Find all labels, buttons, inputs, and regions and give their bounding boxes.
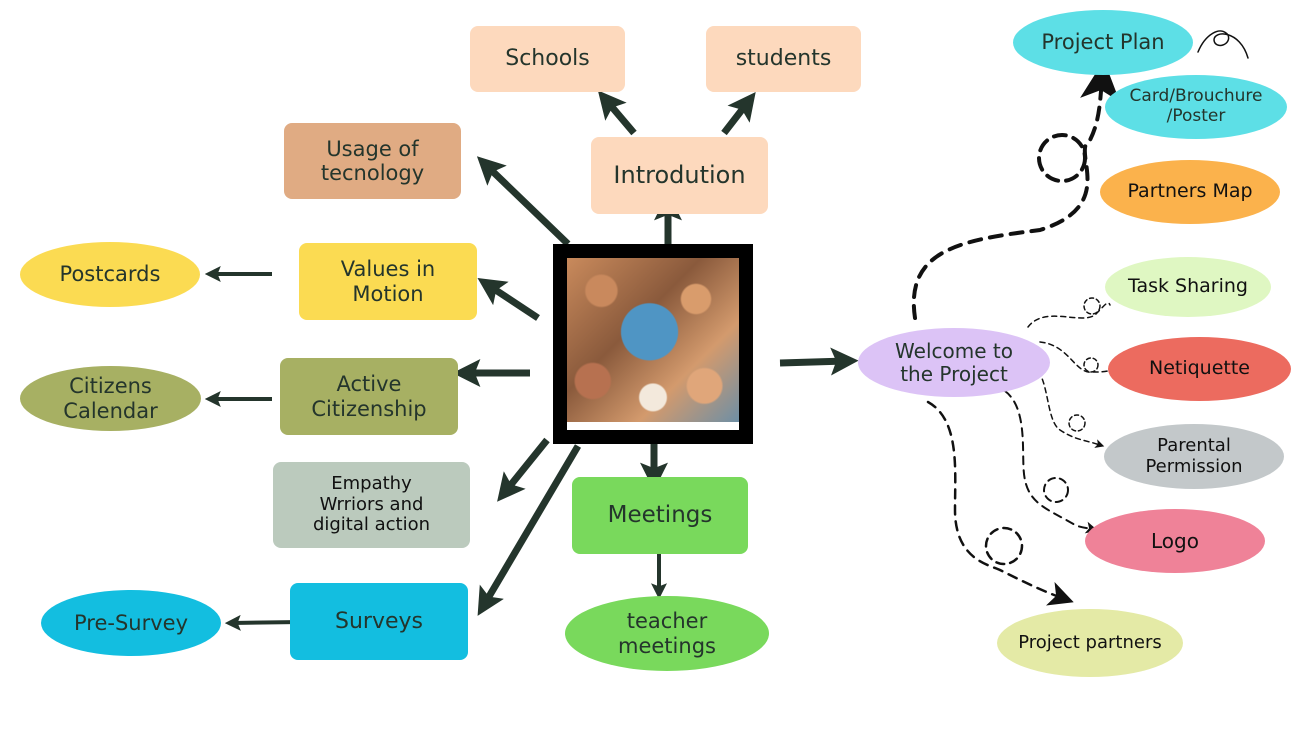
node-welcome-to-the-project[interactable]: Welcome to the Project [858,328,1050,397]
node-logo[interactable]: Logo [1085,509,1265,573]
arrow-to-presurvey [224,614,302,631]
node-introduction[interactable]: Introdution [591,137,768,214]
node-citizens-calendar[interactable]: Citizens Calendar [20,366,201,431]
arrow-to-values [477,278,540,321]
loop-decoration [1083,297,1101,315]
node-partners-map[interactable]: Partners Map [1100,160,1280,224]
arrow-to-welcome [779,347,859,376]
arrow-to-usage [476,156,571,247]
node-pre-survey[interactable]: Pre-Survey [41,590,221,656]
arrow-to-students [721,92,756,136]
node-students[interactable]: students [706,26,861,92]
dashed-to-task-sharing [1027,302,1111,328]
node-usage-of-technology[interactable]: Usage of tecnology [284,123,461,199]
dashed-to-netiquette [1039,341,1113,373]
node-active-citizenship[interactable]: Active Citizenship [280,358,458,435]
arrow-to-schools [597,90,637,136]
loop-decoration [1068,414,1086,432]
node-values-in-motion[interactable]: Values in Motion [299,243,477,320]
node-schools[interactable]: Schools [470,26,625,92]
node-parental-permission[interactable]: Parental Permission [1104,424,1284,489]
node-netiquette[interactable]: Netiquette [1108,337,1291,401]
loop-decoration [1043,477,1069,503]
node-meetings[interactable]: Meetings [572,477,748,554]
globe-children-illustration [567,258,739,422]
dashed-to-parental [1031,364,1105,448]
node-surveys[interactable]: Surveys [290,583,468,660]
curly-arrow-decoration [1197,30,1249,59]
dashed-to-project-partners [926,400,1074,606]
node-teacher-meetings[interactable]: teacher meetings [565,596,769,671]
node-empathy-warriors[interactable]: Empathy Wrriors and digital action [273,462,470,548]
arrow-to-empathy [497,437,550,502]
dashed-to-logo [1004,390,1098,534]
photo-icon [567,258,739,430]
node-project-partners[interactable]: Project partners [997,609,1183,677]
dashed-to-project-plan [911,60,1120,320]
node-postcards[interactable]: Postcards [20,242,200,307]
loop-decoration [1083,357,1099,373]
node-card-brochure-poster[interactable]: Card/Brouchure /Poster [1105,75,1287,139]
center-image [553,244,753,444]
arrow-to-surveys [477,444,582,616]
node-task-sharing[interactable]: Task Sharing [1105,257,1271,317]
loop-decoration [1037,133,1087,183]
node-project-plan[interactable]: Project Plan [1013,10,1193,75]
loop-decoration [984,526,1024,566]
